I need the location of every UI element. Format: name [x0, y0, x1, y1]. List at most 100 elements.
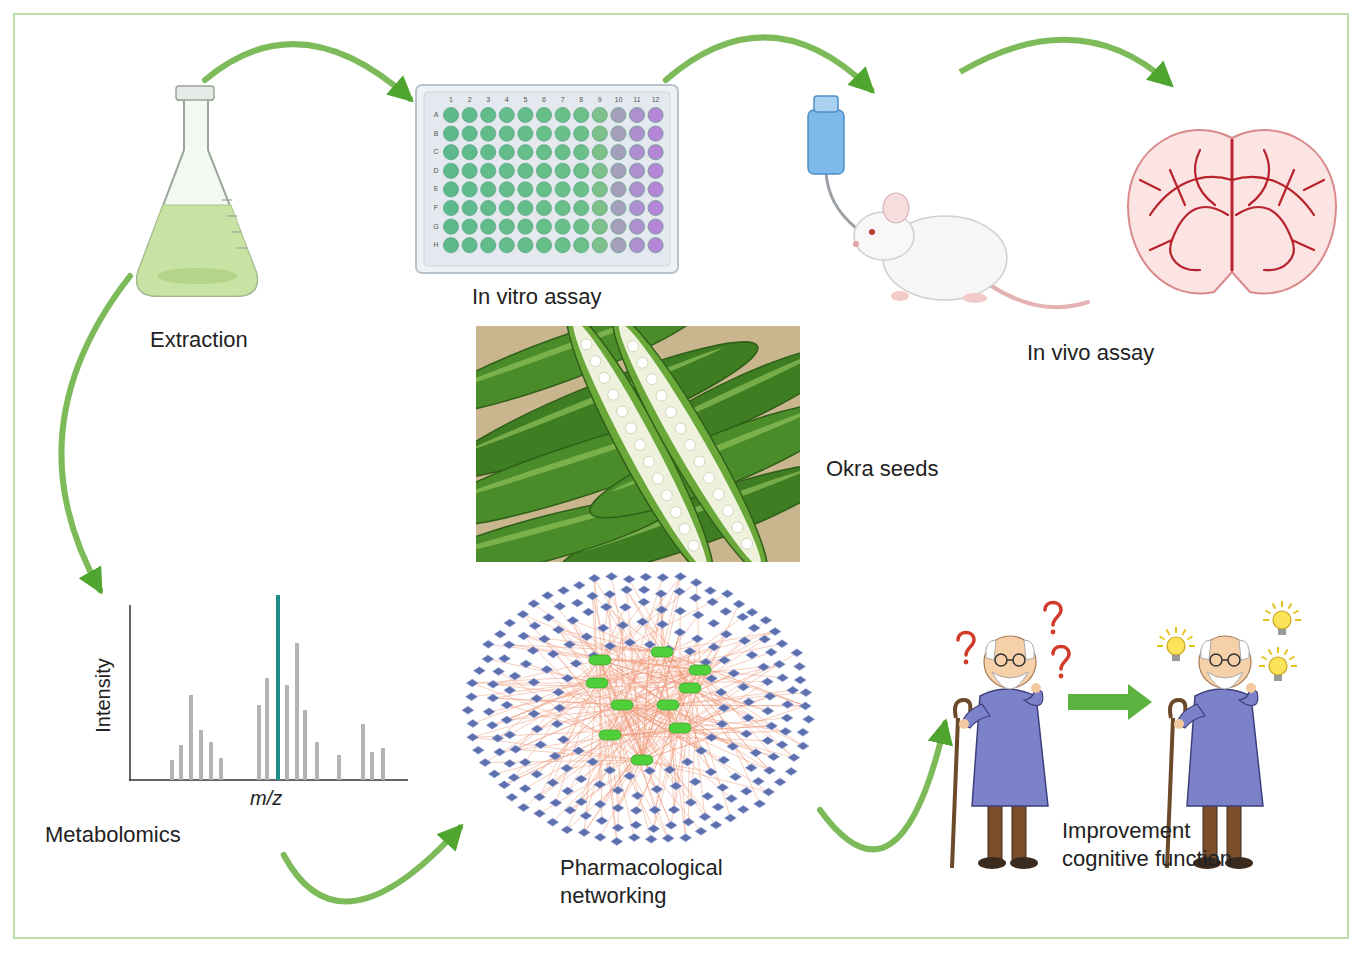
- plate-well: [518, 219, 533, 234]
- plate-well: [499, 163, 514, 178]
- plate-well: [555, 145, 570, 160]
- okra-seed: [588, 354, 603, 369]
- target-node: [551, 720, 563, 728]
- target-node: [519, 758, 531, 766]
- target-node: [594, 833, 606, 841]
- question-mark: [1053, 647, 1069, 679]
- target-node: [785, 767, 797, 775]
- target-node: [624, 639, 636, 647]
- plate-well: [629, 107, 644, 122]
- bulb-ray: [1259, 665, 1265, 667]
- plate-index: 3: [486, 96, 490, 104]
- target-node: [483, 708, 495, 716]
- network-link: [622, 705, 724, 760]
- target-node: [587, 758, 599, 766]
- target-node: [531, 695, 543, 703]
- plate-index: E: [434, 185, 439, 193]
- okra-seed: [615, 404, 630, 419]
- target-node: [596, 817, 608, 825]
- target-node: [780, 727, 792, 735]
- target-node: [504, 759, 516, 767]
- okra-seed: [668, 505, 683, 520]
- target-node: [564, 640, 576, 648]
- blood-vessel: [1236, 207, 1294, 270]
- network-link: [700, 670, 760, 804]
- flask-graduation: [237, 247, 247, 248]
- target-node: [638, 598, 650, 606]
- network-link: [668, 620, 766, 705]
- target-node: [562, 787, 574, 795]
- plate-well: [611, 182, 626, 197]
- glasses: [995, 654, 1007, 666]
- target-node: [630, 821, 642, 829]
- beard: [1207, 672, 1243, 689]
- okra-seed: [606, 387, 621, 402]
- okra-seed: [686, 538, 701, 553]
- plate-well: [555, 238, 570, 253]
- target-node: [611, 837, 623, 845]
- target-node: [716, 720, 728, 728]
- bottle-cap: [814, 96, 838, 112]
- flask-rim: [176, 86, 214, 100]
- target-node: [487, 694, 499, 702]
- plate-well: [611, 163, 626, 178]
- plate-index: F: [434, 204, 438, 212]
- hair: [986, 640, 996, 660]
- target-node: [739, 637, 751, 645]
- target-node: [552, 688, 564, 696]
- target-node: [562, 674, 574, 682]
- target-node: [651, 785, 663, 793]
- target-node: [547, 818, 559, 826]
- network-link: [492, 683, 597, 725]
- target-node: [718, 656, 730, 664]
- target-node: [482, 640, 494, 648]
- question-mark: [1045, 603, 1061, 635]
- target-node: [737, 613, 749, 621]
- network-link: [592, 596, 622, 705]
- plate-well: [536, 145, 551, 160]
- plate-well: [574, 200, 589, 215]
- target-node: [769, 628, 781, 636]
- plate-well: [462, 182, 477, 197]
- target-node: [710, 821, 722, 829]
- plate-well: [592, 126, 607, 141]
- target-node: [708, 619, 720, 627]
- stage-label: Extraction: [150, 326, 248, 354]
- compound-node: [589, 655, 611, 665]
- question-mark-dot: [1059, 674, 1064, 679]
- target-node: [504, 686, 516, 694]
- bottle-spout: [826, 172, 856, 228]
- plate-well: [629, 126, 644, 141]
- leg: [1012, 798, 1026, 860]
- spectrum-peak-highlight: [276, 595, 280, 780]
- plate-well: [443, 145, 458, 160]
- plate-well: [648, 182, 663, 197]
- plate-well: [611, 238, 626, 253]
- plate-well: [629, 219, 644, 234]
- target-node: [706, 598, 718, 606]
- bulb-base: [1278, 629, 1286, 635]
- flow-arrow: [205, 44, 410, 99]
- plate-well: [536, 200, 551, 215]
- network-link: [700, 670, 805, 706]
- okra-seed: [701, 470, 716, 485]
- photo-caption: Okra seeds: [826, 456, 939, 481]
- network-link: [610, 735, 668, 838]
- blood-vessel: [1150, 240, 1172, 250]
- compound-node: [679, 683, 701, 693]
- plate-well: [499, 182, 514, 197]
- target-node: [765, 648, 777, 656]
- target-node: [597, 624, 609, 632]
- target-node: [550, 799, 562, 807]
- target-node: [776, 640, 788, 648]
- bulb-ray: [1263, 619, 1269, 621]
- network-link: [622, 705, 716, 825]
- improvement-arrow: [1068, 684, 1152, 720]
- target-node: [645, 835, 657, 843]
- target-node: [527, 647, 539, 655]
- stage-node: Extraction: [130, 80, 280, 360]
- stage-node: Pharmacological networking: [460, 565, 820, 915]
- bulb-ray: [1160, 637, 1165, 640]
- target-node: [472, 746, 484, 754]
